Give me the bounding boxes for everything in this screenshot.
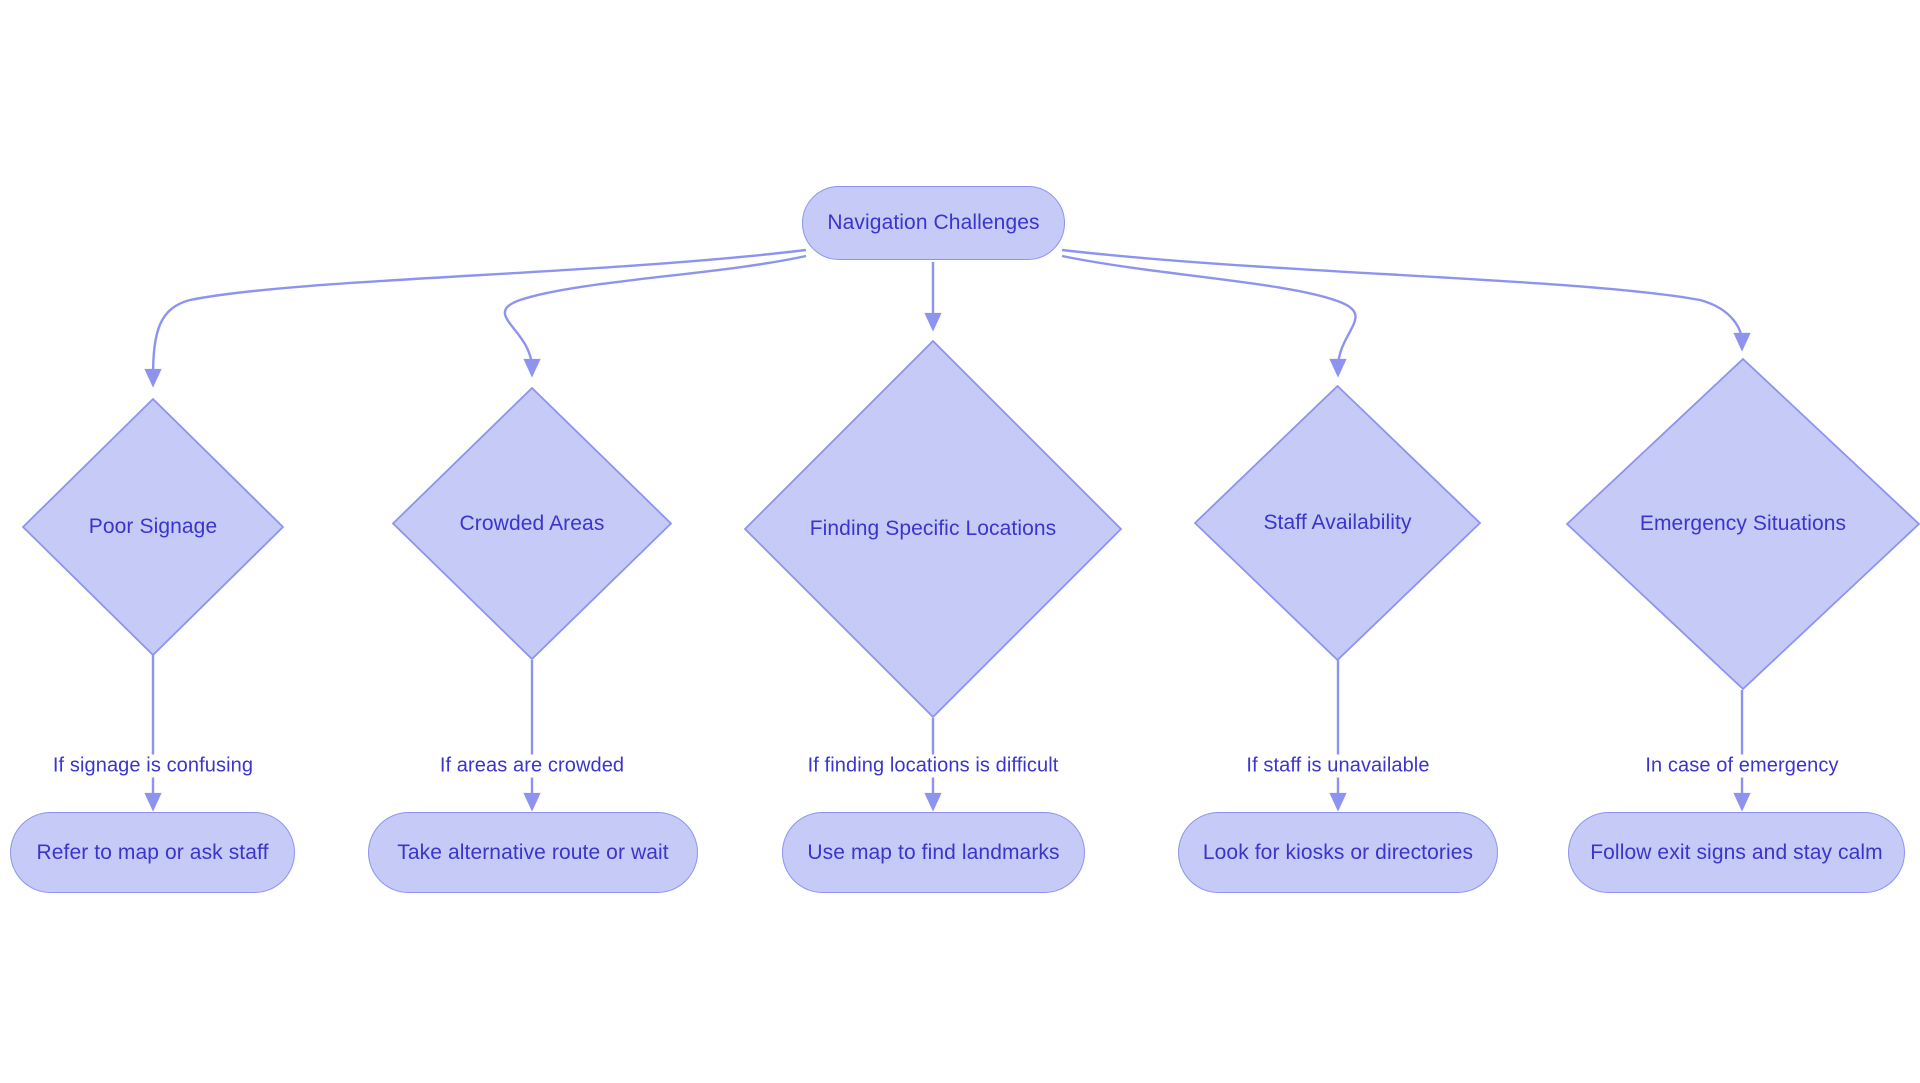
edge-root-to-poor-signage xyxy=(144,248,807,388)
edge-root-to-emergency-situations xyxy=(1061,248,1751,352)
node-outcome-follow-exit-signs[interactable]: Follow exit signs and stay calm xyxy=(1568,812,1905,893)
node-root-label: Navigation Challenges xyxy=(827,211,1040,234)
node-outcome-look-for-kiosks[interactable]: Look for kiosks or directories xyxy=(1178,812,1498,893)
finding-specific-locations-diamond-shape xyxy=(744,340,1122,718)
node-poor-signage[interactable]: Poor Signage xyxy=(22,398,284,656)
node-finding-specific-locations[interactable]: Finding Specific Locations xyxy=(744,340,1122,718)
node-staff-availability-label: Staff Availability xyxy=(1263,511,1412,534)
node-emergency-situations[interactable]: Emergency Situations xyxy=(1566,358,1920,690)
node-outcome-refer-to-map[interactable]: Refer to map or ask staff xyxy=(10,812,295,893)
edge-label-staff-availability: If staff is unavailable xyxy=(1241,754,1435,778)
node-crowded-areas-label: Crowded Areas xyxy=(459,511,605,535)
node-outcome-use-map-landmarks[interactable]: Use map to find landmarks xyxy=(782,812,1085,893)
emergency-situations-diamond-shape xyxy=(1566,358,1920,690)
edge-label-finding-specific-locations: If finding locations is difficult xyxy=(802,754,1064,778)
crowded-areas-diamond-shape xyxy=(392,387,672,660)
node-outcome-take-alternative-route[interactable]: Take alternative route or wait xyxy=(368,812,698,893)
node-finding-specific-locations-label: Finding Specific Locations xyxy=(809,517,1057,540)
node-outcome-look-for-kiosks-label: Look for kiosks or directories xyxy=(1202,840,1474,864)
edge-label-poor-signage: If signage is confusing xyxy=(47,754,259,778)
node-staff-availability[interactable]: Staff Availability xyxy=(1194,385,1481,661)
poor-signage-diamond-shape xyxy=(22,398,284,656)
staff-availability-diamond-shape xyxy=(1194,385,1481,661)
node-outcome-use-map-landmarks-label: Use map to find landmarks xyxy=(807,840,1060,864)
node-emergency-situations-label: Emergency Situations xyxy=(1639,512,1847,535)
node-root[interactable]: Navigation Challenges xyxy=(802,186,1065,260)
node-outcome-take-alternative-route-label: Take alternative route or wait xyxy=(397,840,669,864)
node-outcome-follow-exit-signs-label: Follow exit signs and stay calm xyxy=(1590,840,1883,864)
node-outcome-refer-to-map-label: Refer to map or ask staff xyxy=(36,840,269,864)
edge-label-emergency-situations: In case of emergency xyxy=(1640,754,1844,778)
node-poor-signage-label: Poor Signage xyxy=(88,515,218,538)
node-crowded-areas[interactable]: Crowded Areas xyxy=(392,387,672,660)
edge-label-crowded-areas: If areas are crowded xyxy=(434,754,630,778)
